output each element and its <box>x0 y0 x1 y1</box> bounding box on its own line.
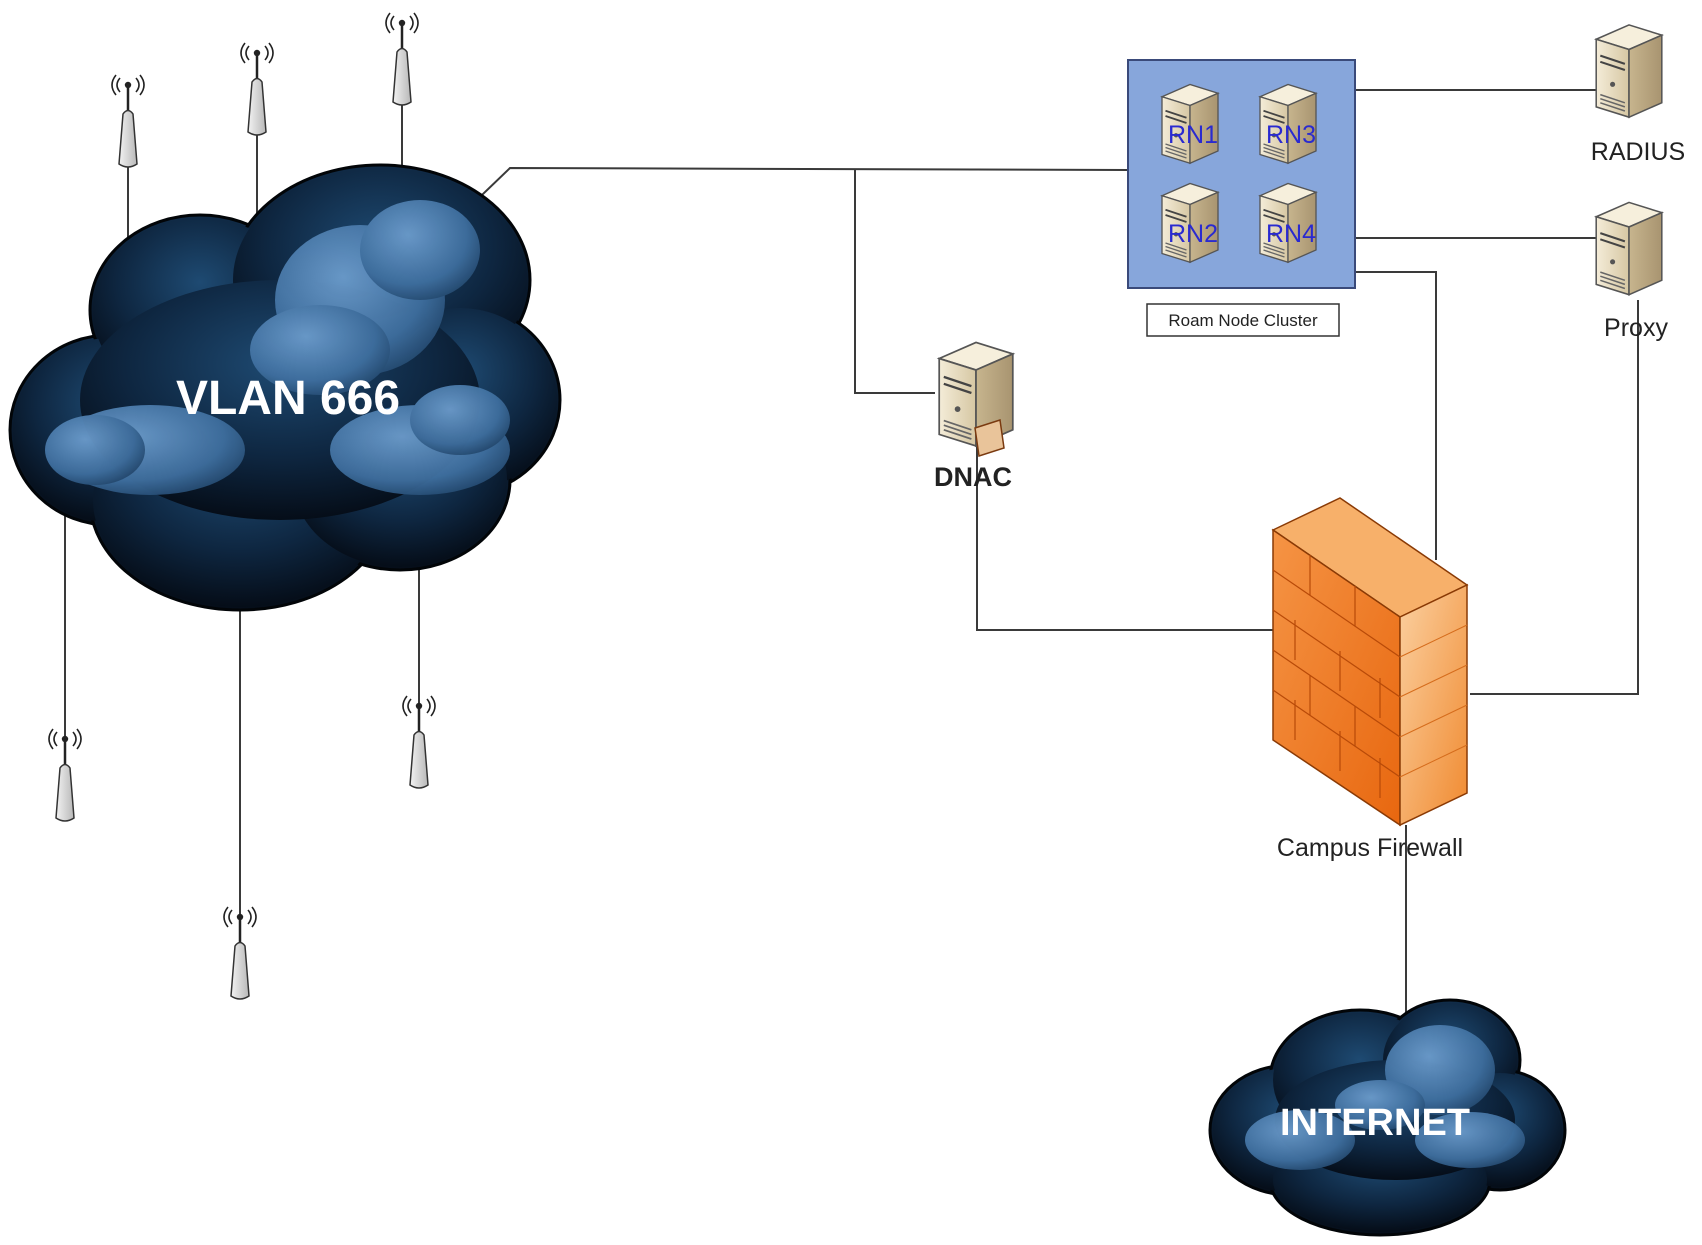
radius-label: RADIUS <box>1591 138 1685 166</box>
proxy-label: Proxy <box>1604 314 1668 342</box>
link-dnac-firewall <box>976 435 1275 631</box>
dnac-badge-icon <box>974 419 1005 457</box>
rn1-label: RN1 <box>1168 121 1218 149</box>
cluster-caption-box <box>1146 303 1340 337</box>
vlan-cloud-label: VLAN 666 <box>176 372 400 425</box>
connections <box>64 89 1639 1040</box>
internet-cloud-label: INTERNET <box>1280 1102 1470 1144</box>
proxy-server[interactable]: Proxy <box>1594 201 1668 342</box>
vlan-cloud-icon: VLAN 666 <box>8 163 562 612</box>
link-cluster-firewall <box>1355 271 1437 560</box>
dnac-server[interactable]: DNAC <box>934 341 1014 492</box>
access-point-6-icon[interactable] <box>401 695 437 790</box>
internet-cloud-icon[interactable]: INTERNET <box>1208 998 1567 1237</box>
rn3-label: RN3 <box>1266 121 1316 149</box>
link-proxy-firewall <box>1470 300 1639 695</box>
roam-node-cluster[interactable]: RN1 RN3 RN2 RN4 Roam Node Cluster <box>1127 59 1356 337</box>
radius-server-icon[interactable] <box>1594 23 1664 119</box>
rn2-label: RN2 <box>1168 220 1218 248</box>
access-point-3-icon[interactable] <box>384 12 420 107</box>
access-point-4-icon[interactable] <box>47 728 83 823</box>
dnac-label: DNAC <box>934 462 1012 492</box>
link-vlan-cluster <box>457 166 1129 219</box>
proxy-server-icon[interactable] <box>1594 201 1664 296</box>
campus-firewall[interactable]: Campus Firewall <box>1271 497 1469 862</box>
link-trunk-dnac <box>854 170 935 394</box>
cluster-caption: Roam Node Cluster <box>1168 311 1318 330</box>
access-point-1-icon[interactable] <box>110 74 146 169</box>
firewall-label: Campus Firewall <box>1277 834 1463 862</box>
access-point-2-icon[interactable] <box>239 42 275 137</box>
access-point-5-icon[interactable] <box>222 906 258 1001</box>
firewall-icon <box>1271 497 1469 827</box>
radius-server[interactable]: RADIUS <box>1591 23 1685 166</box>
rn4-label: RN4 <box>1266 220 1316 248</box>
